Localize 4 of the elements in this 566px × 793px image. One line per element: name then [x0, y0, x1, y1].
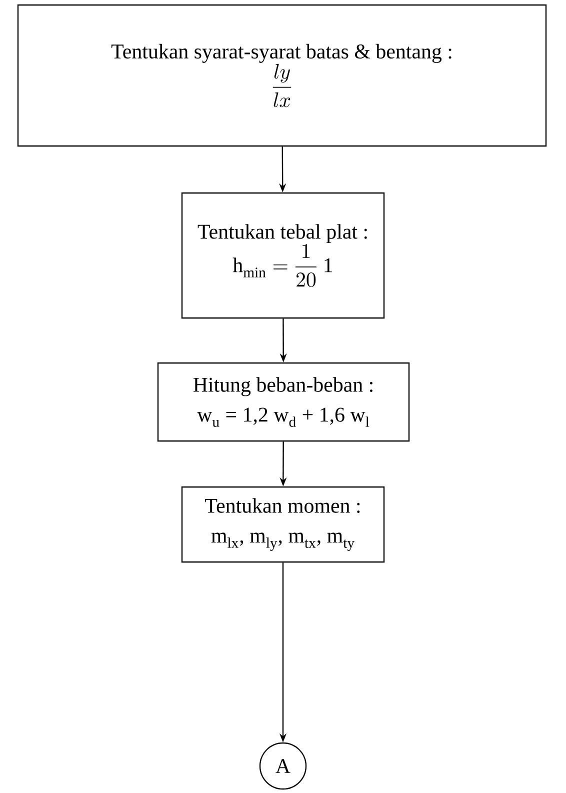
process-box: Hitung beban-beban : w$_{u}$ = 1,2 w$_{d}$ + 1,6 w$_{l}$ — [157, 362, 410, 442]
process-box: Tentukan syarat-syarat batas & bentang : $\frac{ly}{lx}$ — [17, 4, 547, 147]
process-box: Tentukan tebal plat : $\mathrm{h}_{\mathrm{min}} = \frac{1}{20}\ \mathrm{1}$ — [181, 192, 385, 319]
process-box: Tentukan momen : m$_{lx}$, m$_{ly}$, m$_{tx}$, m$_{ty}$ — [181, 486, 385, 563]
